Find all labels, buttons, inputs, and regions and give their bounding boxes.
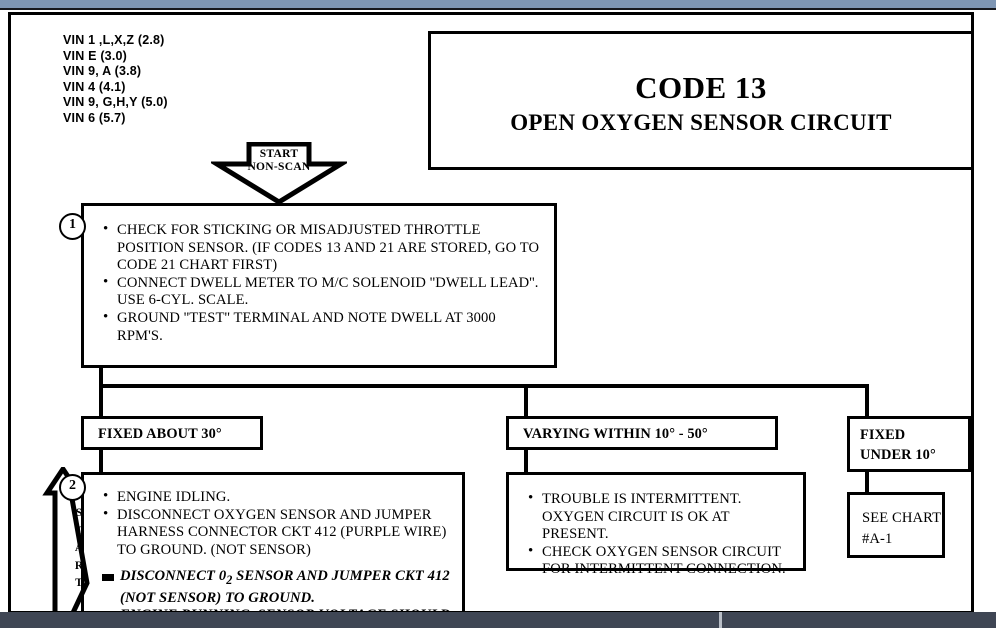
step-2-spacer [102, 559, 452, 568]
viewer-bottom-bar [0, 612, 996, 628]
connector-branch-left [99, 384, 103, 418]
scan-item-subscript: 2 [226, 573, 233, 588]
step-1-badge: 1 [59, 213, 86, 240]
vin-line: VIN 4 (4.1) [63, 79, 126, 94]
condition-box-left: FIXED ABOUT 30° [81, 416, 263, 450]
condition-right-line2: UNDER 10° [860, 447, 936, 463]
start-arrow-label: START NON-SCAN [211, 148, 347, 174]
see-chart-line2: #A-1 [862, 531, 893, 547]
scan-letter: T [75, 577, 83, 589]
viewer-top-rule [0, 8, 996, 10]
vin-line: VIN 9, A (3.8) [63, 64, 142, 78]
connector-branch-bus [99, 384, 869, 388]
code-subtitle: OPEN OXYGEN SENSOR CIRCUIT [510, 110, 892, 135]
see-chart-box: SEE CHART #A-1 [847, 492, 945, 558]
scan-letter: S [75, 507, 83, 519]
connector-left-to-step2 [99, 450, 103, 474]
condition-box-middle: VARYING WITHIN 10° - 50° [506, 416, 778, 450]
vin-list: VIN 1 ,L,X,Z (2.8) VIN E (3.0) VIN 9, A … [63, 33, 168, 126]
scan-letter: T [75, 524, 83, 537]
intermittent-item: CHECK OXYGEN SENSOR CIRCUIT FOR INTERMIT… [527, 543, 795, 579]
vin-line: VIN E (3.0) [63, 48, 128, 63]
intermittent-result-box: TROUBLE IS INTERMITTENT. OXYGEN CIRCUIT … [506, 472, 806, 577]
start-arrow-line1: START [259, 148, 299, 160]
condition-left-label: FIXED ABOUT 30° [98, 426, 222, 442]
vin-line: VIN 1 ,L,X,Z (2.8) [63, 33, 165, 47]
viewer-top-strip [0, 0, 996, 8]
condition-right-line1: FIXED [860, 427, 906, 443]
condition-box-right: FIXED UNDER 10° [847, 416, 971, 472]
step-2-item: ENGINE IDLING. [102, 488, 452, 507]
code-title: CODE 13 [635, 70, 767, 105]
step-2-badge: 2 [59, 474, 86, 501]
condition-middle-label: VARYING WITHIN 10° - 50° [523, 426, 708, 442]
down-arrow-icon [211, 142, 347, 204]
connector-branch-right [865, 384, 869, 418]
step-2-scan-item: DISCONNECT 02 SENSOR AND JUMPER CKT 412 … [102, 568, 452, 607]
step-2-box: ENGINE IDLING. DISCONNECT OXYGEN SENSOR … [81, 472, 465, 611]
step-2-list: ENGINE IDLING. DISCONNECT OXYGEN SENSOR … [102, 488, 452, 560]
step-1-item: GROUND ''TEST'' TERMINAL AND NOTE DWELL … [102, 309, 540, 345]
start-arrow-line2: NON-SCAN [247, 161, 311, 173]
scan-letter: R [74, 559, 84, 572]
title-block: CODE 13 OPEN OXYGEN SENSOR CIRCUIT [428, 31, 971, 170]
intermittent-item: TROUBLE IS INTERMITTENT. OXYGEN CIRCUIT … [527, 490, 795, 544]
step-1-item: CONNECT DWELL METER TO M/C SOLENOID ''DW… [102, 274, 540, 310]
step-2-scan-item: ENGINE RUNNING. SENSOR VOLTAGE SHOULD BE… [102, 607, 452, 611]
connector-middle-to-result [524, 450, 528, 474]
start-non-scan-arrow: START NON-SCAN [211, 142, 347, 204]
step-1-item: CHECK FOR STICKING OR MISADJUSTED THROTT… [102, 221, 540, 275]
vin-line: VIN 9, G,H,Y (5.0) [63, 95, 168, 109]
step-2-scan-list: DISCONNECT 02 SENSOR AND JUMPER CKT 412 … [102, 568, 452, 611]
scan-item-pre: DISCONNECT 0 [120, 568, 227, 585]
chart-page: VIN 1 ,L,X,Z (2.8) VIN E (3.0) VIN 9, A … [8, 12, 974, 614]
step-1-list: CHECK FOR STICKING OR MISADJUSTED THROTT… [102, 221, 540, 345]
connector-step1-down [99, 368, 103, 386]
scan-letter: A [74, 542, 84, 554]
connector-right-to-chart [865, 472, 869, 494]
step-2-item: DISCONNECT OXYGEN SENSOR AND JUMPER HARN… [102, 506, 452, 560]
scan-letter-gap [71, 593, 87, 611]
scan-item-post: SENSOR AND JUMPER CKT 412 (NOT SENSOR) T… [120, 568, 450, 606]
start-scan-letters: S T A R T S C A [71, 505, 87, 611]
viewer-bottom-divider [719, 612, 722, 628]
vin-line: VIN 6 (5.7) [63, 110, 126, 125]
see-chart-line1: SEE CHART [862, 510, 942, 526]
intermittent-list: TROUBLE IS INTERMITTENT. OXYGEN CIRCUIT … [527, 490, 795, 579]
step-1-box: CHECK FOR STICKING OR MISADJUSTED THROTT… [81, 203, 557, 368]
connector-branch-middle [524, 384, 528, 418]
